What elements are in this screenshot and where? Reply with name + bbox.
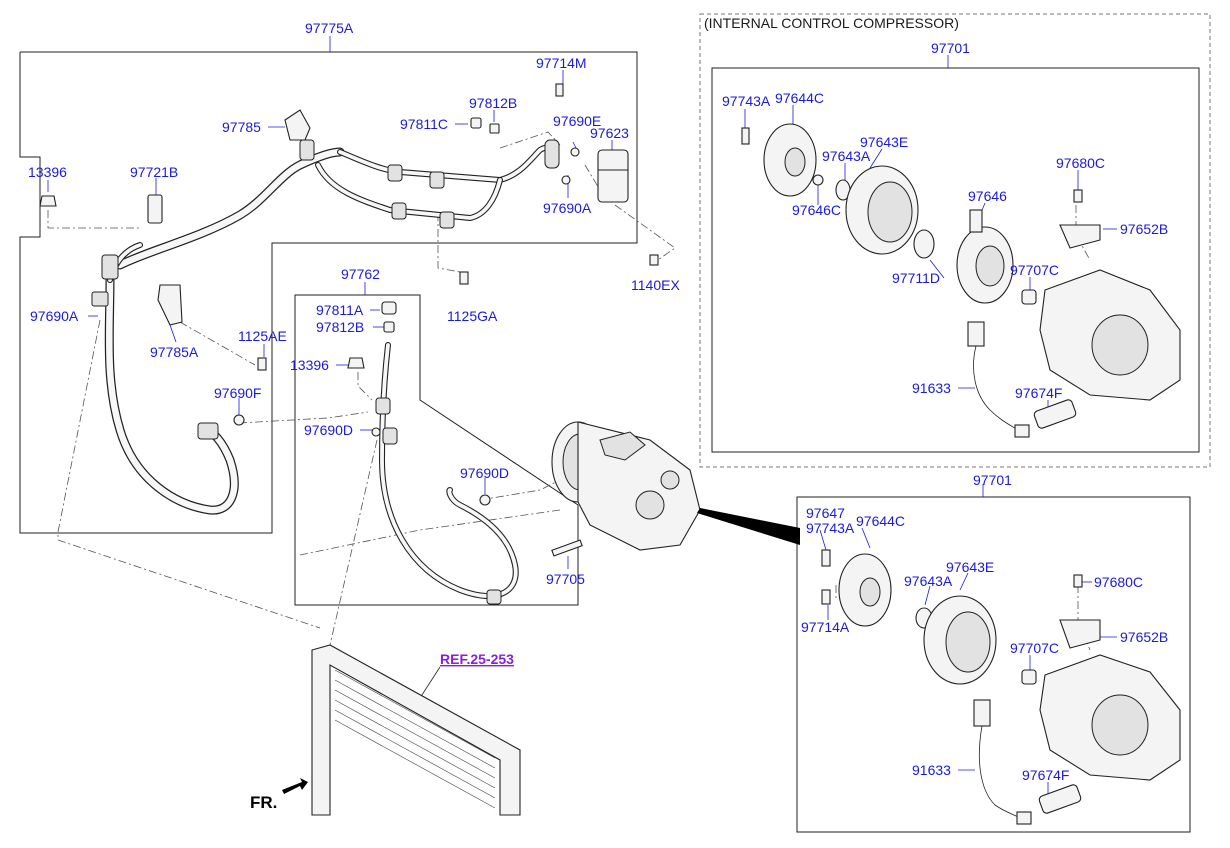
label-97690f: 97690F (214, 385, 261, 401)
label-97812b-top: 97812B (469, 95, 517, 111)
label-97743a-bottom: 97743A (806, 520, 855, 536)
label-97812b-mid: 97812B (316, 319, 364, 335)
label-97707c-bottom: 97707C (1010, 640, 1059, 656)
compressor-main (551, 421, 800, 551)
label-97680c-bottom: 97680C (1094, 574, 1143, 590)
label-97714m: 97714M (536, 55, 587, 71)
label-97674f-top: 97674F (1015, 385, 1062, 401)
label-97646c: 97646C (792, 202, 841, 218)
condenser (282, 644, 521, 816)
front-indicator: FR. (250, 793, 277, 812)
label-13396-mid: 13396 (290, 357, 329, 373)
label-97714a: 97714A (801, 619, 850, 635)
label-97643e-top: 97643E (860, 134, 908, 150)
compressor-kit-top (741, 123, 1181, 438)
label-97643a-bottom: 97643A (904, 573, 953, 589)
label-13396-top: 13396 (28, 164, 67, 180)
label-97785: 97785 (222, 119, 261, 135)
label-97707c-top: 97707C (1010, 262, 1059, 278)
label-1140ex: 1140EX (631, 277, 680, 293)
label-97743a-top: 97743A (722, 93, 771, 109)
frame-97701-top (711, 67, 1200, 453)
label-97775a: 97775A (305, 20, 354, 36)
label-1125ga: 1125GA (447, 308, 498, 324)
compressor-kit-bottom (821, 549, 1181, 825)
label-97690a-left: 97690A (30, 308, 79, 324)
label-97701-top: 97701 (931, 40, 970, 56)
label-97643e-bottom: 97643E (946, 559, 994, 575)
part-labels: 97775A 97714M 97812B 97785 97811C 97690E… (28, 20, 1168, 783)
label-91633-bottom: 91633 (912, 762, 951, 778)
label-97690d-left: 97690D (304, 422, 353, 438)
label-97644c-top: 97644C (775, 90, 824, 106)
label-97690a-right: 97690A (543, 200, 592, 216)
frame-97775a (19, 51, 638, 534)
frame-97762 (294, 294, 579, 606)
label-97652b-top: 97652B (1120, 221, 1168, 237)
label-97701-bottom: 97701 (973, 472, 1012, 488)
label-97690e: 97690E (553, 113, 601, 129)
label-97811a: 97811A (316, 302, 364, 318)
leader-lines (47, 36, 1117, 795)
label-97762: 97762 (341, 266, 380, 282)
small-hardware (39, 83, 659, 426)
label-97652b-bottom: 97652B (1120, 629, 1168, 645)
label-97646: 97646 (968, 188, 1007, 204)
label-97711d: 97711D (892, 270, 940, 286)
label-97785a: 97785A (150, 344, 199, 360)
label-97721b: 97721B (130, 164, 178, 180)
label-97690d-right: 97690D (460, 465, 509, 481)
label-97623: 97623 (590, 125, 629, 141)
label-97647: 97647 (806, 505, 845, 521)
label-97811c: 97811C (400, 116, 448, 132)
pipe-assembly-97762 (347, 301, 583, 605)
header-internal-control: (INTERNAL CONTROL COMPRESSOR) (704, 15, 959, 31)
label-97674f-bottom: 97674F (1022, 767, 1069, 783)
label-1125ae: 1125AE (238, 328, 287, 344)
label-97680c-top: 97680C (1056, 155, 1105, 171)
label-97705: 97705 (546, 571, 585, 587)
hose-assembly-97775a (91, 139, 560, 515)
frame-internal-control (699, 13, 1211, 468)
label-91633-top: 91633 (912, 380, 951, 396)
frame-97701-bottom (796, 496, 1191, 833)
ref-link[interactable]: REF.25-253 (440, 651, 514, 667)
label-97643a-top: 97643A (822, 148, 871, 164)
label-97644c-bottom: 97644C (856, 513, 905, 529)
